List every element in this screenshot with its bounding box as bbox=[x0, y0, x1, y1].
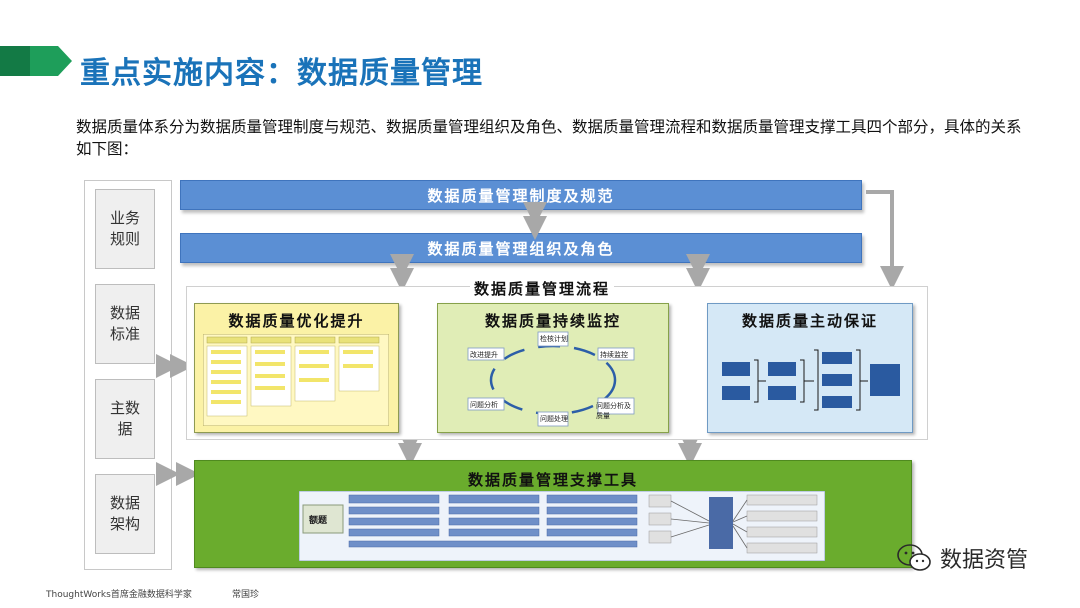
left-column: 业务 规则 数据 标准 主数 据 数据 架构 bbox=[84, 180, 172, 570]
wechat-icon bbox=[897, 544, 931, 571]
assure-panel: 数据质量主动保证 bbox=[707, 303, 913, 433]
optimize-table-graphic bbox=[203, 334, 389, 426]
policy-bar: 数据质量管理制度及规范 bbox=[180, 180, 862, 210]
cycle-node-improve: 改进提升 bbox=[470, 351, 498, 359]
left-item-data-architecture: 数据 架构 bbox=[95, 474, 155, 554]
optimize-panel: 数据质量优化提升 bbox=[194, 303, 399, 433]
monitor-panel: 数据质量持续监控 检核计划 持续监控 问题分析及质量 问题处理 问题分析 改进提… bbox=[437, 303, 669, 433]
footer-author: 常国珍 bbox=[232, 590, 260, 600]
left-item-business-rules: 业务 规则 bbox=[95, 189, 155, 269]
tools-panel-title: 数据质量管理支撑工具 bbox=[467, 471, 638, 489]
watermark-text: 数据资管 bbox=[940, 548, 1029, 573]
tools-panel: 数据质量管理支撑工具 额题 bbox=[194, 460, 912, 568]
organization-bar: 数据质量管理组织及角色 bbox=[180, 233, 862, 263]
optimize-panel-title: 数据质量优化提升 bbox=[228, 312, 365, 330]
assure-panel-title: 数据质量主动保证 bbox=[741, 312, 878, 330]
header-arrow-icon bbox=[0, 46, 72, 76]
watermark: 数据资管 bbox=[896, 542, 1028, 574]
cycle-node-monitor: 持续监控 bbox=[600, 351, 628, 359]
assure-flow-graphic bbox=[722, 349, 900, 411]
monitor-cycle-graphic bbox=[467, 331, 635, 427]
monitor-panel-title: 数据质量持续监控 bbox=[484, 312, 621, 330]
tools-screenshot-graphic bbox=[299, 491, 825, 561]
cycle-node-handle: 问题处理 bbox=[540, 415, 568, 423]
cycle-node-problem: 问题分析 bbox=[470, 401, 498, 409]
tools-box-label: 额题 bbox=[309, 516, 328, 526]
flow-title: 数据质量管理流程 bbox=[470, 278, 615, 299]
cycle-node-plan: 检核计划 bbox=[540, 335, 568, 343]
cycle-node-analysis: 问题分析及质量 bbox=[596, 402, 631, 420]
left-item-data-standards: 数据 标准 bbox=[95, 284, 155, 364]
footer-source: ThoughtWorks首席金融数据科学家 bbox=[46, 590, 192, 600]
left-item-master-data: 主数 据 bbox=[95, 379, 155, 459]
page-title: 重点实施内容：数据质量管理 bbox=[80, 56, 483, 91]
intro-text: 数据质量体系分为数据质量管理制度与规范、数据质量管理组织及角色、数据质量管理流程… bbox=[76, 118, 1022, 158]
